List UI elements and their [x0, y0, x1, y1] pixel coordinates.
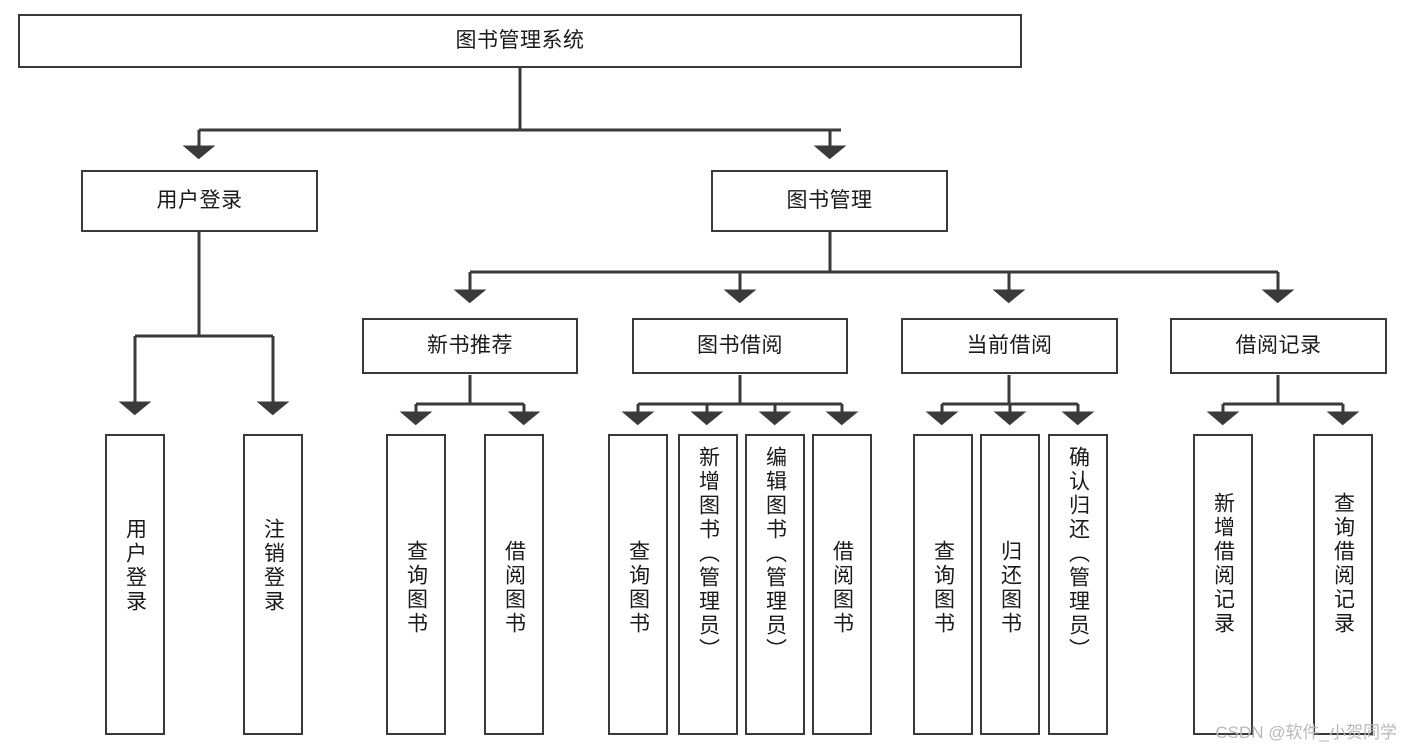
node-leaf-query-book-3[interactable]: 查询图书	[913, 434, 973, 735]
node-current-borrow-label: 当前借阅	[966, 334, 1053, 358]
node-leaf-return-book-label: 归还图书	[998, 540, 1022, 636]
node-current-borrow[interactable]: 当前借阅	[901, 318, 1118, 374]
node-leaf-add-book-label: 新增图书（管理员）	[696, 446, 720, 662]
node-leaf-add-record-label: 新增借阅记录	[1211, 492, 1235, 636]
node-leaf-query-book-1-label: 查询图书	[404, 540, 428, 636]
node-leaf-query-book-1[interactable]: 查询图书	[386, 434, 446, 735]
node-leaf-confirm-return-label: 确认归还（管理员）	[1066, 446, 1090, 662]
node-book-management[interactable]: 图书管理	[711, 170, 948, 232]
node-leaf-edit-book-label: 编辑图书（管理员）	[763, 446, 787, 662]
node-borrow-record[interactable]: 借阅记录	[1170, 318, 1387, 374]
node-leaf-user-login[interactable]: 用户登录	[105, 434, 165, 735]
node-leaf-confirm-return[interactable]: 确认归还（管理员）	[1048, 434, 1108, 735]
node-book-borrow-label: 图书借阅	[697, 334, 783, 358]
node-leaf-query-book-3-label: 查询图书	[931, 540, 955, 636]
node-leaf-query-book-2-label: 查询图书	[626, 540, 650, 636]
node-borrow-record-label: 借阅记录	[1235, 334, 1322, 358]
node-leaf-return-book[interactable]: 归还图书	[980, 434, 1040, 735]
node-new-book-recommend[interactable]: 新书推荐	[362, 318, 578, 374]
node-book-management-label: 图书管理	[786, 189, 873, 213]
node-leaf-user-logout[interactable]: 注销登录	[243, 434, 303, 735]
node-new-book-recommend-label: 新书推荐	[427, 334, 513, 358]
node-root-label: 图书管理系统	[455, 29, 585, 53]
node-leaf-borrow-book-1[interactable]: 借阅图书	[484, 434, 544, 735]
node-leaf-borrow-book-2[interactable]: 借阅图书	[812, 434, 872, 735]
node-user-login[interactable]: 用户登录	[81, 170, 318, 232]
node-leaf-borrow-book-1-label: 借阅图书	[502, 540, 526, 636]
node-leaf-add-record[interactable]: 新增借阅记录	[1193, 434, 1253, 735]
node-book-borrow[interactable]: 图书借阅	[632, 318, 848, 374]
node-leaf-user-logout-label: 注销登录	[261, 518, 285, 614]
node-leaf-add-book[interactable]: 新增图书（管理员）	[678, 434, 738, 735]
node-leaf-user-login-label: 用户登录	[123, 518, 147, 614]
watermark-text: CSDN @软件_小贺同学	[1215, 723, 1397, 742]
node-user-login-label: 用户登录	[156, 189, 243, 213]
node-leaf-query-book-2[interactable]: 查询图书	[608, 434, 668, 735]
node-leaf-query-record[interactable]: 查询借阅记录	[1313, 434, 1373, 735]
node-leaf-query-record-label: 查询借阅记录	[1331, 492, 1355, 636]
node-root[interactable]: 图书管理系统	[18, 14, 1022, 68]
node-leaf-edit-book[interactable]: 编辑图书（管理员）	[745, 434, 805, 735]
node-leaf-borrow-book-2-label: 借阅图书	[830, 540, 854, 636]
